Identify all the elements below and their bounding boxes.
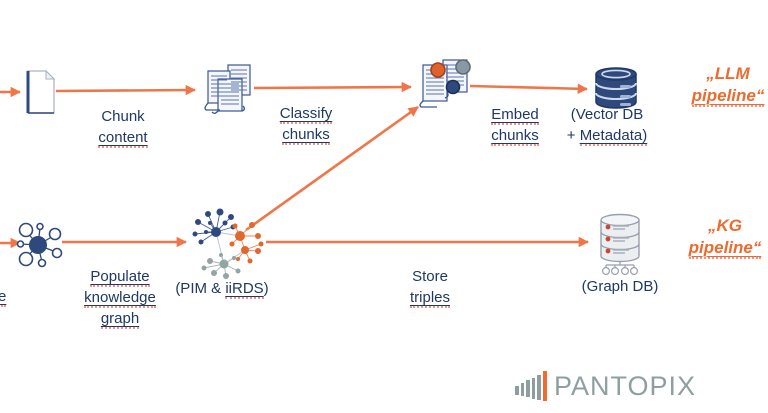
partial-edge-label: e: [0, 288, 7, 307]
pantopix-logo-text: PANTOPIX: [554, 371, 697, 401]
node-label-pim-iirds: (PIM & iiRDS): [175, 280, 269, 299]
class-dot-orange: [430, 62, 446, 78]
pipeline-label-llm: „LLM pipeline“: [691, 64, 765, 107]
arrow-kg-to-classify: [245, 105, 419, 232]
step-label-store-triples: Store triples: [409, 268, 450, 308]
knowledge-hub-icon: [16, 220, 66, 275]
arrow-chunk-content: [55, 84, 197, 96]
class-dot-navy: [445, 79, 461, 95]
graph-database-icon: [596, 211, 644, 282]
pipeline-label-kg: „KG pipeline“: [688, 216, 762, 259]
arrow-embed-chunks: [469, 83, 589, 94]
documents-stack-icon: [203, 63, 255, 120]
vector-database-icon: [593, 66, 639, 115]
node-label-vector-db: (Vector DB + Metadata): [566, 106, 648, 146]
node-label-graph-db: (Graph DB): [581, 278, 659, 295]
pantopix-logo: PANTOPIX: [515, 371, 696, 401]
document-icon: [25, 69, 57, 121]
pantopix-logo-icon: [515, 371, 547, 401]
step-label-classify-chunks: Classify chunks: [279, 105, 333, 145]
arrow-classify-chunks: [253, 81, 413, 93]
step-label-embed-chunks: Embed chunks: [491, 106, 539, 146]
step-label-populate-knowledge-graph: Populate knowledge graph: [84, 268, 156, 329]
class-dot-gray: [455, 59, 471, 75]
knowledge-graph-cluster-icon: [188, 206, 268, 285]
step-label-chunk-content: Chunk content: [98, 108, 148, 148]
documents-stack-classified-icon: [417, 55, 473, 114]
